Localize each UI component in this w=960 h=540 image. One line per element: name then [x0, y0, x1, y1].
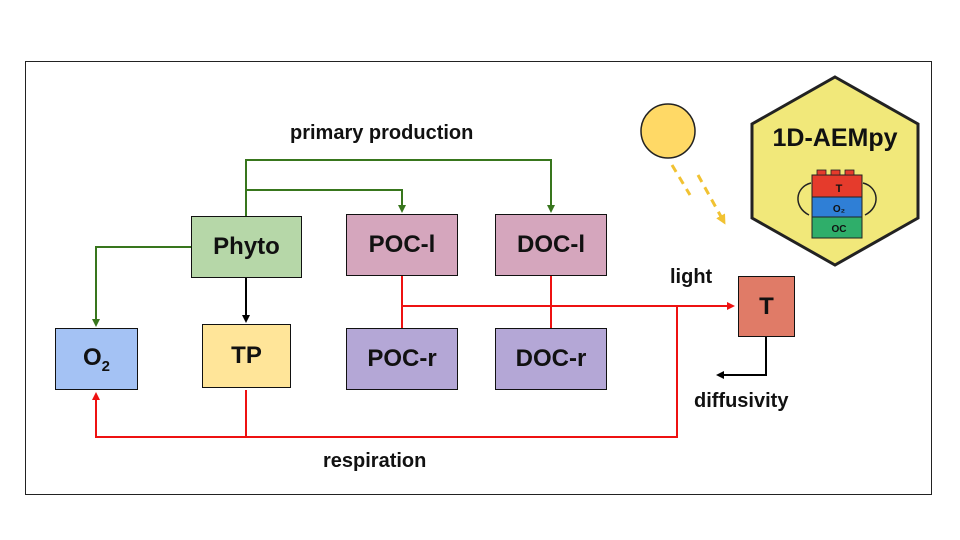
o2-label: O2 [82, 343, 110, 375]
poc-l-label: POC-l [368, 231, 436, 258]
t-node: T [738, 276, 795, 337]
o2-node: O2 [55, 328, 138, 390]
tp-label: TP [231, 342, 262, 369]
phyto-label: Phyto [213, 233, 280, 260]
diagram-frame [25, 61, 932, 495]
sun-ray-line [670, 164, 692, 196]
logo-cycle-right-icon [862, 182, 877, 216]
logo-cycle-left-icon [797, 182, 812, 216]
logo-brick-mid-text: O₂ [833, 204, 845, 215]
respiration-label: respiration [323, 450, 427, 472]
tp-node: TP [202, 324, 291, 388]
sun-ray-arrow [696, 174, 726, 225]
doc-l-label: DOC-l [517, 231, 585, 258]
phyto-to-poc-arrow [246, 189, 406, 213]
poc-l-node: POC-l [346, 214, 458, 276]
phyto-to-doc-arrow [245, 159, 555, 216]
doc-l-node: DOC-l [495, 214, 607, 276]
doc-r-node: DOC-r [495, 328, 607, 390]
primary-production-label: primary production [290, 122, 474, 144]
logo-brick-bottom [811, 216, 863, 239]
phyto-node: Phyto [191, 216, 302, 278]
t-label: T [759, 292, 774, 320]
phyto-to-o2-arrow [92, 246, 191, 327]
aempy-logo: T O₂ OC [750, 75, 920, 267]
diffusivity-label: diffusivity [694, 390, 789, 412]
poc-r-label: POC-r [367, 345, 437, 372]
sun-icon [640, 103, 696, 159]
poc-r-node: POC-r [346, 328, 458, 390]
logo-title: 1D-AEMpy [772, 124, 898, 152]
respiration-loop-line [92, 306, 678, 438]
light-label: light [670, 266, 713, 288]
t-to-diffusivity-arrow [716, 337, 767, 379]
logo-brick-top-text: T [836, 183, 843, 195]
doc-r-label: DOC-r [515, 345, 587, 372]
logo-brick-bottom-text: OC [832, 224, 847, 235]
